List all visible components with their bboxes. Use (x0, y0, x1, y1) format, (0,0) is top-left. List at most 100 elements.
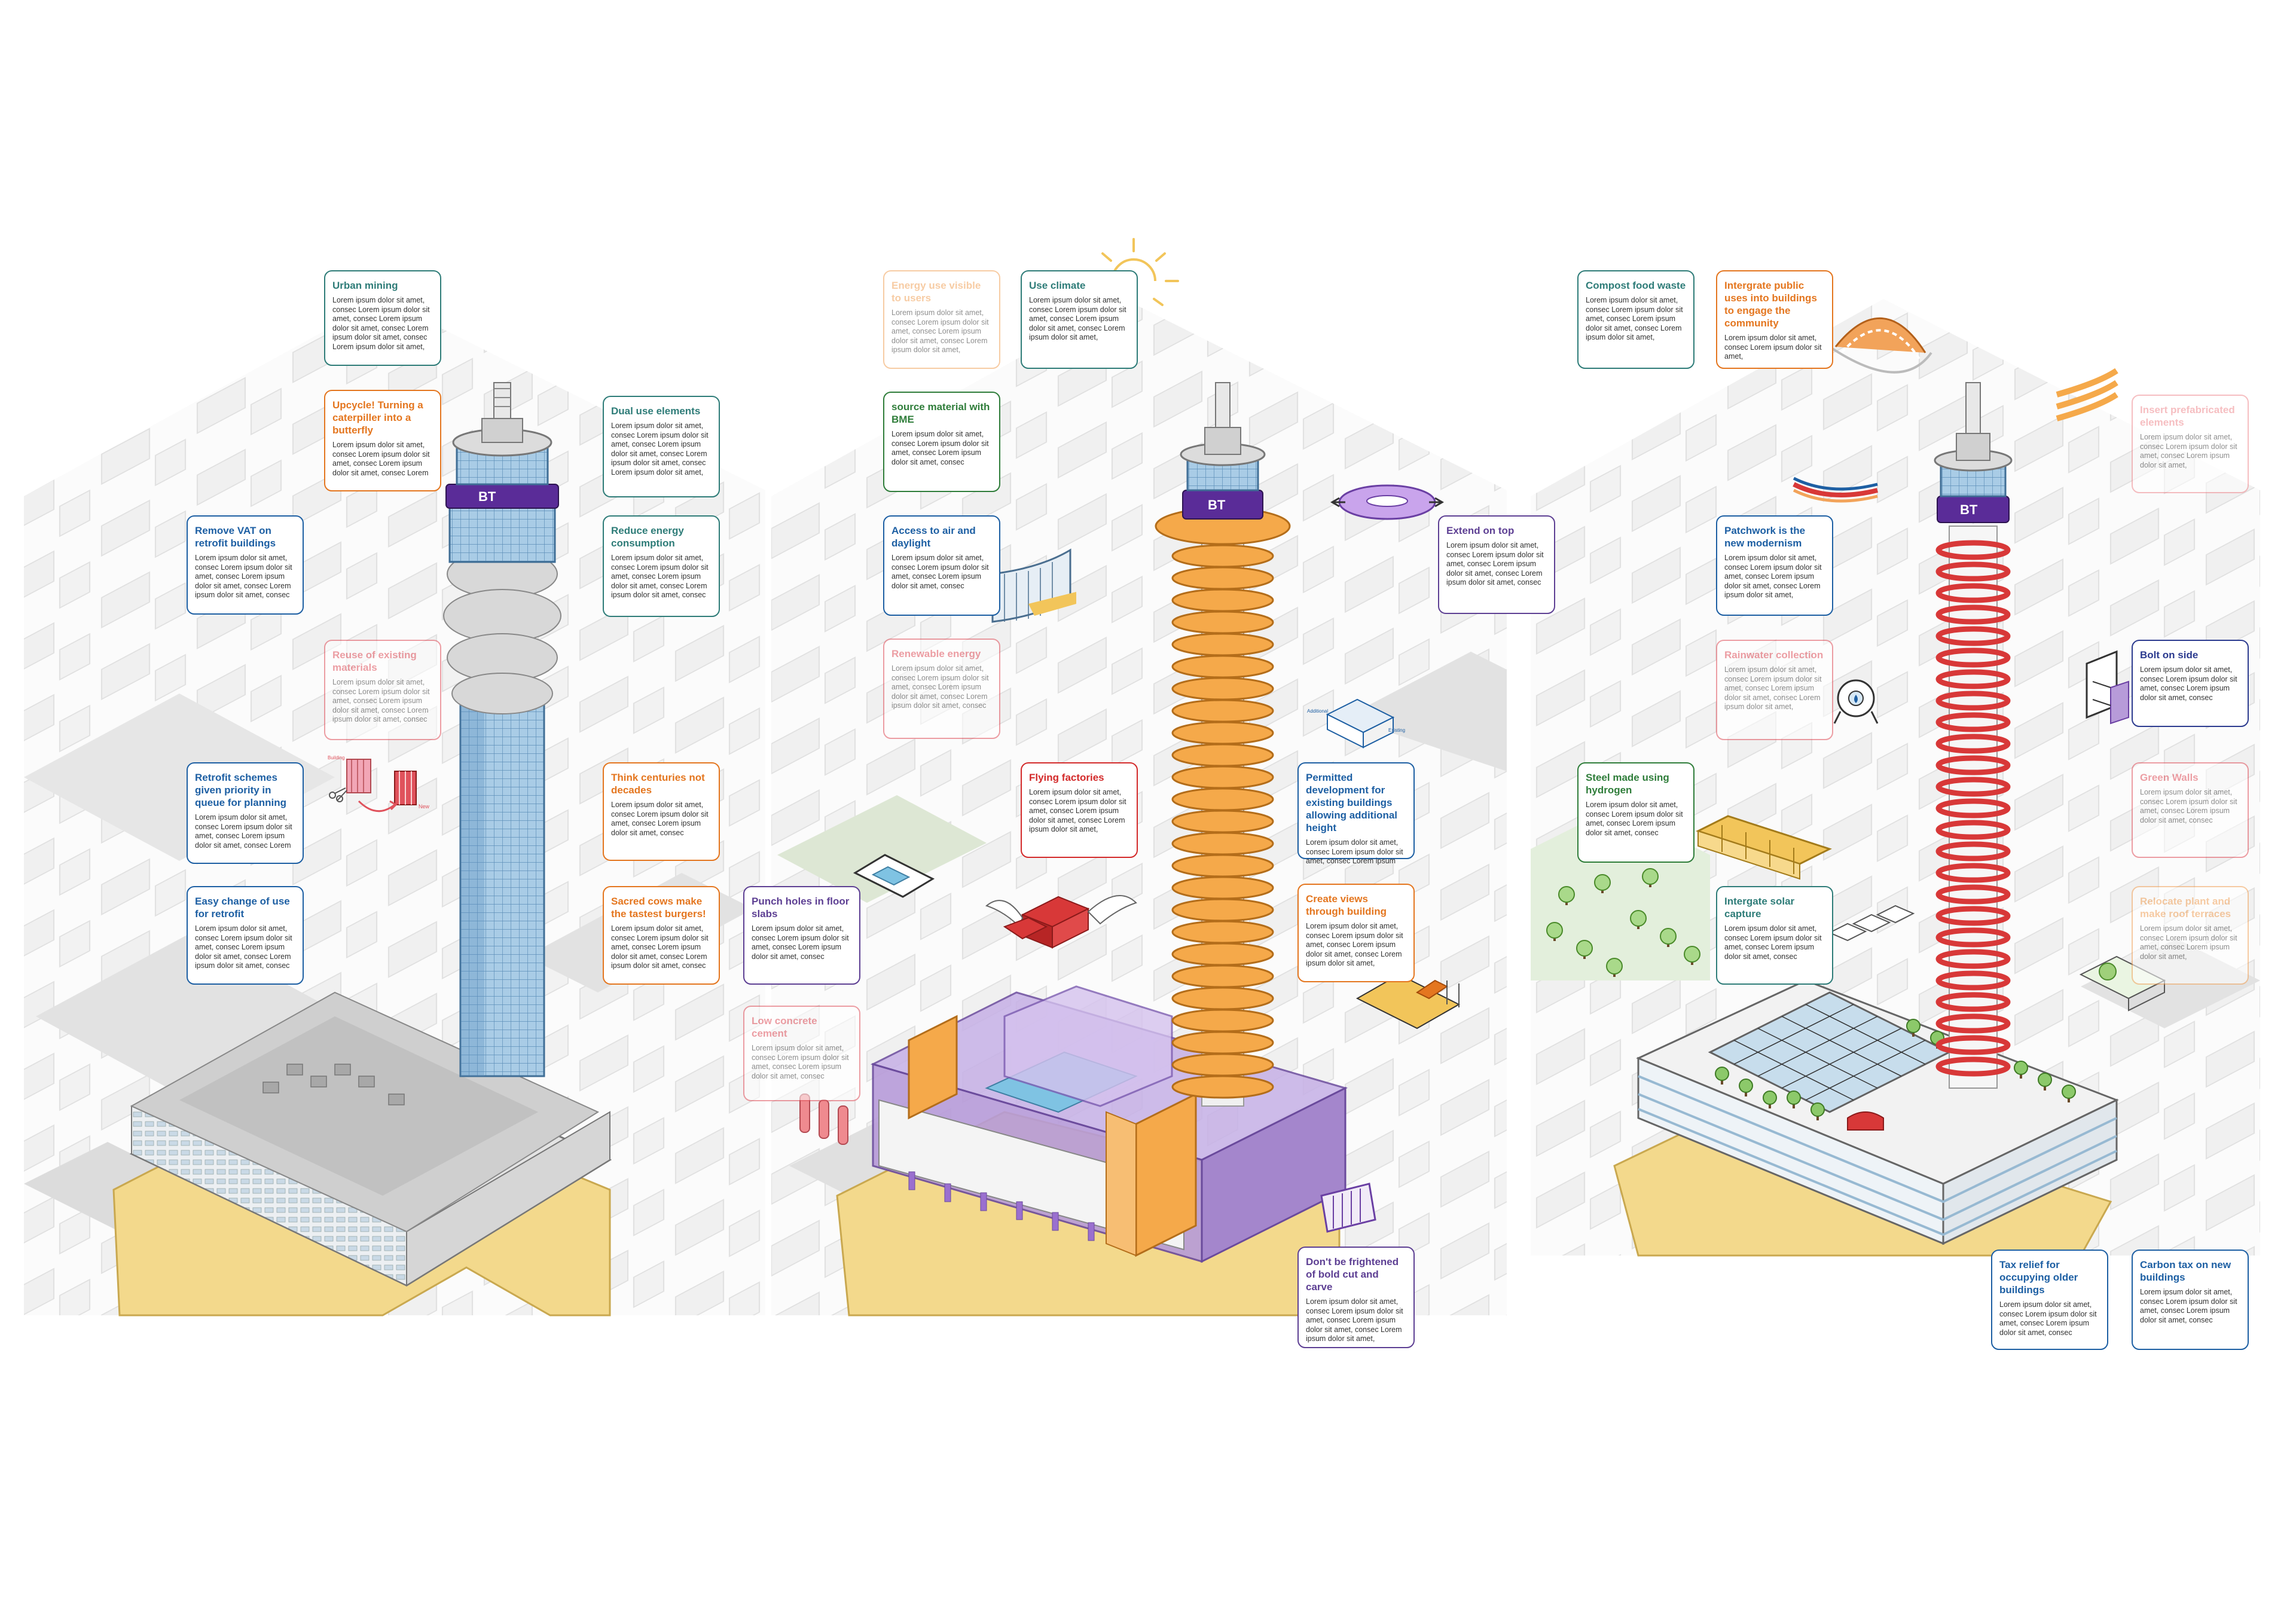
orange-ring (1171, 655, 1274, 679)
card-body: Lorem ipsum dolor sit amet, consec Lorem… (611, 554, 709, 599)
card-source-bme: source material with BME Lorem ipsum dolo… (883, 392, 1000, 492)
tree-icon (1763, 1091, 1777, 1108)
card-title: Reuse of existing materials (332, 649, 417, 673)
steel-frame-icon (1696, 815, 1832, 880)
card-body: Lorem ipsum dolor sit amet, consec Lorem… (2140, 1288, 2237, 1324)
orange-ring (1171, 1031, 1274, 1055)
bt-band-label: BT (478, 489, 496, 504)
card-body: Lorem ipsum dolor sit amet, consec Lorem… (891, 430, 989, 466)
card-title: Intergrate public uses into buildings to… (1724, 280, 1817, 329)
red-ring (1935, 604, 2011, 625)
tree-icon (1810, 1102, 1825, 1120)
bt-band-label: BT (1208, 497, 1226, 512)
card-title: source material with BME (891, 401, 990, 425)
building-label: Building (328, 755, 344, 760)
flying-factory-icon (985, 895, 1137, 949)
orange-ring (1171, 1009, 1274, 1033)
card-tax-relief: Tax relief for occupying older buildings… (1991, 1250, 2108, 1350)
card-title: Dual use elements (611, 405, 701, 417)
red-ring (1935, 863, 2011, 883)
red-ring (1935, 583, 2011, 603)
roof-trees (1715, 1019, 2076, 1120)
red-ring (1935, 906, 2011, 926)
card-title: Easy change of use for retrofit (195, 896, 290, 920)
card-sacred-cows: Sacred cows make the tastest burgers!Lor… (603, 886, 720, 985)
tree-icon (1684, 946, 1700, 965)
orange-ring (1171, 876, 1274, 900)
orange-ring (1171, 854, 1274, 878)
card-retrofit-queue: Retrofit schemes given priority in queue… (187, 762, 304, 864)
card-body: Lorem ipsum dolor sit amet, consec Lorem… (1029, 788, 1126, 833)
permitted-height-icon: Additional Existing (1307, 698, 1405, 749)
public-use-icon (1828, 317, 1932, 374)
orange-ring (1171, 942, 1274, 966)
orange-ring (1171, 832, 1274, 856)
card-title: Compost food waste (1586, 280, 1686, 291)
orange-ring (1171, 1053, 1274, 1077)
card-upcycle: Upcycle! Turning a caterpiller into a bu… (324, 390, 441, 491)
card-body: Lorem ipsum dolor sit amet, consec Lorem… (2140, 788, 2237, 824)
scissors-icon (329, 787, 347, 802)
tree-icon (2062, 1085, 2076, 1102)
orange-ring (1171, 964, 1274, 988)
card-bold-cut: Don't be frightened of bold cut and carv… (1297, 1247, 1415, 1348)
card-body: Lorem ipsum dolor sit amet, consec Lorem… (1724, 665, 1822, 711)
tree-icon (1739, 1079, 1753, 1096)
card-body: Lorem ipsum dolor sit amet, consec Lorem… (611, 421, 709, 476)
low-concrete-columns (799, 1093, 848, 1145)
orange-ring (1171, 544, 1274, 568)
card-body: Lorem ipsum dolor sit amet, consec Lorem… (1306, 838, 1403, 865)
red-ring (1935, 777, 2011, 797)
red-ring (1935, 992, 2011, 1012)
rainwater-eye-icon (1833, 679, 1879, 724)
card-body: Lorem ipsum dolor sit amet, consec Lorem… (611, 924, 709, 970)
card-title: Punch holes in floor slabs (752, 896, 850, 920)
red-ring (1935, 820, 2011, 840)
card-title: Patchwork is the new modernism (1724, 525, 1806, 549)
card-public-uses: Intergrate public uses into buildings to… (1716, 270, 1833, 369)
card-body: Lorem ipsum dolor sit amet, consec Lorem… (195, 813, 292, 850)
tree-icon (1546, 922, 1563, 941)
card-body: Lorem ipsum dolor sit amet, consec Lorem… (1724, 554, 1822, 599)
existing-label: Existing (1388, 728, 1405, 733)
card-title: Use climate (1029, 280, 1086, 291)
card-title: Permitted development for existing build… (1306, 772, 1397, 833)
orange-ring (1171, 677, 1274, 701)
cut-carve-icon (1320, 1183, 1376, 1233)
red-ring (1935, 841, 2011, 862)
card-title: Don't be frightened of bold cut and carv… (1306, 1256, 1399, 1293)
card-title: Intergate solar capture (1724, 896, 1795, 920)
punch-hole-icon (853, 854, 935, 898)
orange-ring (1171, 743, 1274, 767)
card-body: Lorem ipsum dolor sit amet, consec Lorem… (1446, 541, 1544, 587)
orange-ring (1171, 721, 1274, 745)
card-title: Create views through building (1306, 893, 1387, 917)
card-body: Lorem ipsum dolor sit amet, consec Lorem… (2140, 433, 2237, 469)
bt-band-label: BT (1960, 502, 1978, 517)
tree-icon (2014, 1061, 2028, 1079)
card-body: Lorem ipsum dolor sit amet, consec Lorem… (1999, 1300, 2097, 1337)
tree-icon (1660, 928, 1677, 947)
card-body: Lorem ipsum dolor sit amet, consec Lorem… (1586, 801, 1683, 837)
card-title: Low concrete cement (752, 1015, 817, 1039)
views-icon (1355, 973, 1461, 1030)
red-ring (1935, 927, 2011, 948)
tower-retrofit: BT (1546, 382, 2119, 1245)
card-title: Green Walls (2140, 772, 2199, 783)
red-ring (1935, 734, 2011, 754)
card-title: Bolt on side (2140, 649, 2199, 661)
